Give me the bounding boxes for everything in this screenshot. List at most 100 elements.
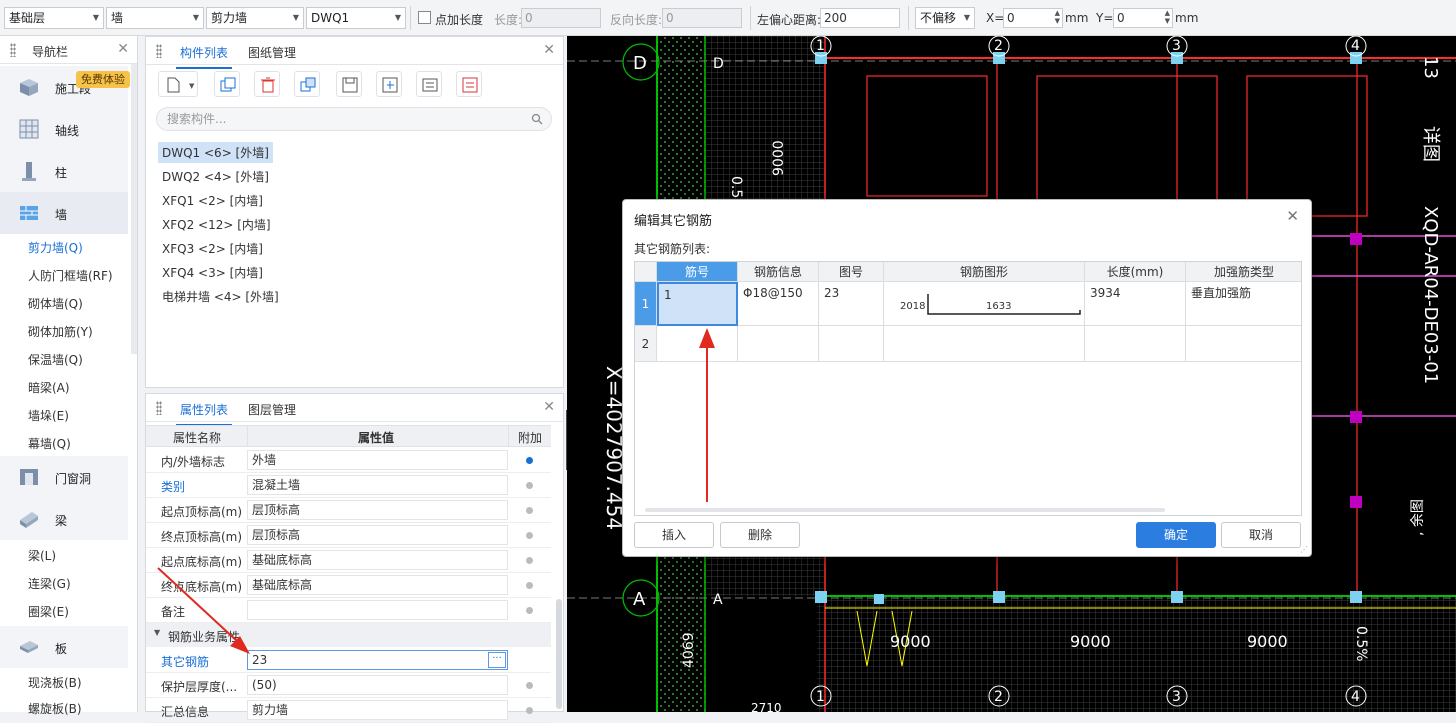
tab-property-list[interactable]: 属性列表 bbox=[175, 403, 233, 426]
row-index[interactable]: 1 bbox=[635, 282, 657, 326]
drag-handle-icon[interactable] bbox=[156, 401, 162, 415]
floor-select[interactable]: 基础层▼ bbox=[4, 7, 104, 29]
property-value[interactable]: 层顶标高 bbox=[247, 500, 508, 520]
property-scrollbar[interactable] bbox=[556, 599, 562, 709]
figure-no-cell[interactable] bbox=[819, 326, 884, 362]
grid-scrollbar[interactable] bbox=[645, 508, 1165, 512]
nav-category-wall[interactable]: 墙 bbox=[0, 192, 128, 234]
close-icon[interactable]: ✕ bbox=[117, 41, 129, 57]
property-row[interactable]: 备注 bbox=[146, 598, 551, 623]
nav-category-slab[interactable]: 板 bbox=[0, 626, 128, 668]
nav-category-beam[interactable]: 梁 bbox=[0, 498, 128, 540]
property-value[interactable]: 层顶标高 bbox=[247, 525, 508, 545]
rebar-shape-cell[interactable]: 2018 1633 bbox=[884, 282, 1085, 326]
col-header-bar-no[interactable]: 筋号 bbox=[657, 262, 738, 282]
nav-item-coupling-beam[interactable]: 连梁(G) bbox=[28, 577, 71, 591]
nav-category-opening[interactable]: 门窗洞 bbox=[0, 456, 128, 498]
property-value[interactable] bbox=[247, 600, 508, 620]
close-icon[interactable]: ✕ bbox=[1286, 207, 1299, 225]
new-component-button[interactable]: ▼ bbox=[158, 71, 198, 97]
nav-category-axis[interactable]: 轴线 bbox=[0, 108, 128, 150]
ellipsis-button[interactable]: ··· bbox=[488, 652, 506, 668]
property-value[interactable]: 基础底标高 bbox=[247, 550, 508, 570]
extra-checkbox[interactable] bbox=[526, 507, 533, 514]
nav-item-spiral-slab[interactable]: 螺旋板(B) bbox=[28, 702, 82, 716]
extra-checkbox[interactable] bbox=[526, 582, 533, 589]
nav-item-curtain-wall[interactable]: 幕墙(Q) bbox=[28, 437, 71, 451]
property-value[interactable]: 基础底标高 bbox=[247, 575, 508, 595]
y-input[interactable]: 0▲▼ bbox=[1113, 8, 1173, 28]
extra-checkbox[interactable] bbox=[526, 707, 533, 714]
nav-category-column[interactable]: 柱 bbox=[0, 150, 128, 192]
collapse-icon[interactable]: ▼ bbox=[154, 628, 161, 637]
bar-no-cell[interactable]: 1 bbox=[657, 282, 738, 326]
nav-item-cast-slab[interactable]: 现浇板(B) bbox=[28, 676, 82, 690]
close-icon[interactable]: ✕ bbox=[543, 399, 555, 415]
reverse-length-input[interactable]: 0 bbox=[662, 8, 742, 28]
figure-no-cell[interactable]: 23 bbox=[819, 282, 884, 326]
tab-drawing-management[interactable]: 图纸管理 bbox=[248, 46, 297, 60]
rebar-type-cell[interactable] bbox=[1186, 326, 1301, 362]
col-header-figure[interactable]: 图号 bbox=[819, 262, 884, 282]
spinner-icon[interactable]: ▲▼ bbox=[1164, 9, 1170, 25]
nav-scrollbar[interactable] bbox=[131, 64, 137, 354]
length-input[interactable]: 0 bbox=[521, 8, 601, 28]
property-row[interactable]: 保护层厚度(...(50) bbox=[146, 673, 551, 698]
import-button[interactable] bbox=[376, 71, 402, 97]
length-cell[interactable]: 3934 bbox=[1085, 282, 1186, 326]
x-input[interactable]: 0▲▼ bbox=[1003, 8, 1063, 28]
free-trial-badge[interactable]: 免费体验 bbox=[76, 71, 130, 88]
type-select[interactable]: 剪力墙▼ bbox=[206, 7, 304, 29]
cancel-button[interactable]: 取消 bbox=[1221, 522, 1301, 548]
component-item[interactable]: XFQ2 <12> [内墙] bbox=[162, 218, 271, 232]
rebar-info-cell[interactable]: Φ18@150 bbox=[738, 282, 819, 326]
property-row[interactable]: 类别混凝土墙 bbox=[146, 473, 551, 498]
add-length-checkbox[interactable] bbox=[418, 11, 431, 24]
component-item[interactable]: DWQ1 <6> [外墙] bbox=[158, 142, 273, 163]
length-cell[interactable] bbox=[1085, 326, 1186, 362]
component-item[interactable]: XFQ4 <3> [内墙] bbox=[162, 266, 263, 280]
left-offset-input[interactable]: 200 bbox=[820, 8, 900, 28]
nav-item-ring-beam[interactable]: 圈梁(E) bbox=[28, 605, 69, 619]
property-row[interactable]: 终点顶标高(m)层顶标高 bbox=[146, 523, 551, 548]
nav-item-masonry-wall[interactable]: 砌体墙(Q) bbox=[28, 297, 83, 311]
extra-checkbox[interactable] bbox=[526, 607, 533, 614]
rebar-type-cell[interactable]: 垂直加强筋 bbox=[1186, 282, 1301, 326]
extra-checkbox[interactable] bbox=[526, 557, 533, 564]
close-icon[interactable]: ✕ bbox=[543, 42, 555, 58]
nav-item-hidden-beam[interactable]: 暗梁(A) bbox=[28, 381, 70, 395]
bar-no-cell[interactable] bbox=[657, 326, 738, 362]
property-value[interactable]: 外墙 bbox=[247, 450, 508, 470]
drag-handle-icon[interactable] bbox=[156, 44, 162, 58]
rebar-info-cell[interactable] bbox=[738, 326, 819, 362]
layer-button[interactable] bbox=[416, 71, 442, 97]
extra-checkbox[interactable] bbox=[526, 532, 533, 539]
nav-item-beam[interactable]: 梁(L) bbox=[28, 549, 57, 563]
resize-grip-icon[interactable]: ⋰ bbox=[1300, 545, 1308, 554]
row-index[interactable]: 2 bbox=[635, 326, 657, 362]
ok-button[interactable]: 确定 bbox=[1136, 522, 1216, 548]
nav-item-wall-pier[interactable]: 墙垛(E) bbox=[28, 409, 69, 423]
save-template-button[interactable] bbox=[336, 71, 362, 97]
rebar-shape-cell[interactable] bbox=[884, 326, 1085, 362]
tab-component-list[interactable]: 构件列表 bbox=[175, 46, 233, 69]
copy-floor-button[interactable] bbox=[294, 71, 320, 97]
col-header-info[interactable]: 钢筋信息 bbox=[738, 262, 819, 282]
tab-layer-management[interactable]: 图层管理 bbox=[248, 403, 297, 417]
property-row[interactable]: 内/外墙标志外墙 bbox=[146, 448, 551, 473]
property-row[interactable]: 汇总信息剪力墙 bbox=[146, 698, 551, 723]
drag-handle-icon[interactable] bbox=[10, 43, 16, 57]
search-input[interactable]: 搜索构件... bbox=[156, 107, 552, 131]
component-select[interactable]: DWQ1▼ bbox=[306, 7, 406, 29]
col-header-shape[interactable]: 钢筋图形 bbox=[884, 262, 1085, 282]
delete-button[interactable]: 删除 bbox=[720, 522, 800, 548]
offset-mode-select[interactable]: 不偏移▼ bbox=[915, 7, 975, 29]
nav-item-insulation-wall[interactable]: 保温墙(Q) bbox=[28, 353, 83, 367]
nav-item-shear-wall[interactable]: 剪力墙(Q) bbox=[28, 241, 83, 255]
property-value[interactable]: (50) bbox=[247, 675, 508, 695]
component-item[interactable]: XFQ3 <2> [内墙] bbox=[162, 242, 263, 256]
extra-checkbox[interactable] bbox=[526, 682, 533, 689]
nav-item-civil-defense-wall[interactable]: 人防门框墙(RF) bbox=[28, 269, 113, 283]
extra-checkbox[interactable] bbox=[526, 457, 533, 464]
